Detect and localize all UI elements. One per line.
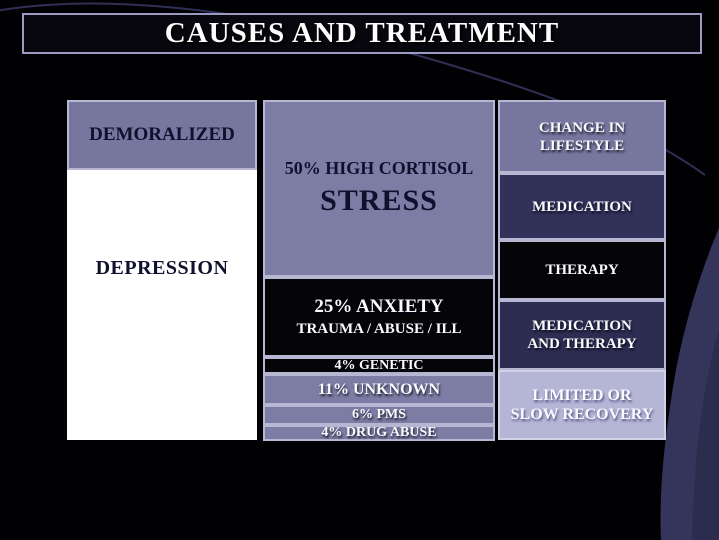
cell-depression: DEPRESSION xyxy=(67,170,257,440)
cell-therapy: THERAPY xyxy=(498,240,666,300)
demoralized-label: DEMORALIZED xyxy=(89,123,235,145)
drug-abuse-label: 4% DRUG ABUSE xyxy=(321,425,437,440)
cell-limited-or-slow-recovery: LIMITED OR SLOW RECOVERY xyxy=(498,370,666,440)
change-in-lifestyle-label: CHANGE IN LIFESTYLE xyxy=(538,119,626,154)
pms-label: 6% PMS xyxy=(351,407,407,422)
slide-title: CAUSES AND TREATMENT xyxy=(164,17,560,49)
cell-drug-abuse: 4% DRUG ABUSE xyxy=(263,425,495,441)
depression-label: DEPRESSION xyxy=(95,257,229,279)
anxiety-detail-label: TRAUMA / ABUSE / ILL xyxy=(296,321,462,338)
cell-unknown: 11% UNKNOWN xyxy=(263,374,495,405)
decor-blob-shadow xyxy=(692,330,719,540)
cell-medication-and-therapy: MEDICATION AND THERAPY xyxy=(498,300,666,370)
unknown-label: 11% UNKNOWN xyxy=(317,380,441,398)
anxiety-label: 25% ANXIETY xyxy=(314,295,444,317)
limited-or-slow-recovery-label: LIMITED OR SLOW RECOVERY xyxy=(510,386,654,423)
cell-pms: 6% PMS xyxy=(263,405,495,425)
stress-label: STRESS xyxy=(320,184,438,218)
title-box: CAUSES AND TREATMENT xyxy=(22,13,702,54)
therapy-label: THERAPY xyxy=(545,262,619,278)
cortisol-label: 50% HIGH CORTISOL xyxy=(284,157,474,178)
cell-stress: 50% HIGH CORTISOL STRESS xyxy=(263,100,495,277)
cell-genetic: 4% GENETIC xyxy=(263,357,495,374)
cell-demoralized: DEMORALIZED xyxy=(67,100,257,170)
medication-label: MEDICATION xyxy=(532,198,632,215)
cell-change-in-lifestyle: CHANGE IN LIFESTYLE xyxy=(498,100,666,173)
cell-medication: MEDICATION xyxy=(498,173,666,240)
cell-anxiety: 25% ANXIETY TRAUMA / ABUSE / ILL xyxy=(263,277,495,357)
medication-and-therapy-label: MEDICATION AND THERAPY xyxy=(527,318,637,352)
genetic-label: 4% GENETIC xyxy=(334,357,424,373)
